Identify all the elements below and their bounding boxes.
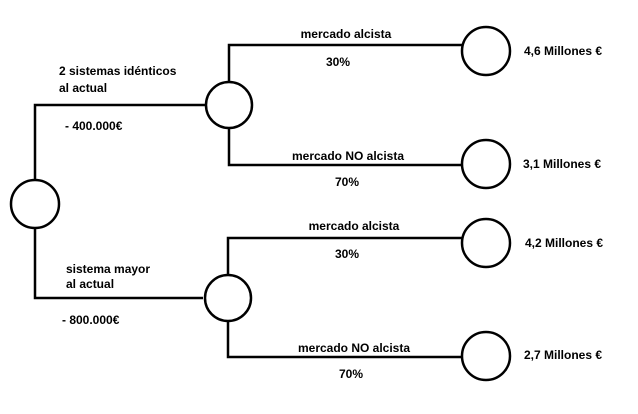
edge-option-1-branch-1: [227, 43, 462, 82]
chance-node-option-2: [203, 273, 253, 323]
option-1-branch-2-probability: 70%: [335, 175, 359, 189]
option-2-labels: sistema mayor al actual - 800.000€ merca…: [62, 219, 603, 381]
edge-option-2-branch-1: [226, 236, 462, 275]
option-2-branch-1-outcome: 4,2 Millones €: [525, 236, 603, 250]
option-1-branch-2-market: mercado NO alcista: [292, 149, 404, 163]
option-2-branch-2-probability: 70%: [339, 367, 363, 381]
tree-edges: [33, 43, 462, 359]
option-2-branch-2-outcome: 2,7 Millones €: [524, 348, 602, 362]
root-decision-node: [9, 178, 61, 230]
option-1-branch-2-outcome: 3,1 Millones €: [523, 157, 601, 171]
option-1-labels: 2 sistemas idénticos al actual - 400.000…: [59, 27, 602, 189]
option-2-branch-1-market: mercado alcista: [309, 219, 400, 233]
option-1-branch-1-outcome: 4,6 Millones €: [524, 44, 602, 58]
edge-option-1-branch-2: [227, 128, 462, 167]
tree-nodes: [9, 25, 512, 382]
option-2-cost: - 800.000€: [62, 313, 120, 327]
option-2-branch-1-probability: 30%: [335, 247, 359, 261]
chance-node-option-1: [204, 80, 254, 130]
option-1-branch-1-probability: 30%: [326, 55, 350, 69]
edge-option-2-branch-2: [226, 321, 462, 359]
edge-root-option-1: [33, 103, 206, 180]
option-2-name-line-1: sistema mayor: [66, 262, 150, 276]
option-1-cost: - 400.000€: [65, 119, 123, 133]
option-1-branch-1-market: mercado alcista: [301, 27, 392, 41]
terminal-node-option-1-branch-2: [460, 138, 512, 190]
terminal-node-option-1-branch-1: [460, 25, 512, 77]
terminal-node-option-2-branch-1: [460, 217, 512, 269]
option-2-name-line-2: al actual: [66, 277, 114, 291]
option-1-name-line-2: al actual: [59, 81, 107, 95]
option-1-name-line-1: 2 sistemas idénticos: [59, 64, 177, 78]
option-2-branch-2-market: mercado NO alcista: [298, 341, 410, 355]
terminal-node-option-2-branch-2: [460, 330, 512, 382]
edge-root-option-2: [33, 228, 203, 300]
